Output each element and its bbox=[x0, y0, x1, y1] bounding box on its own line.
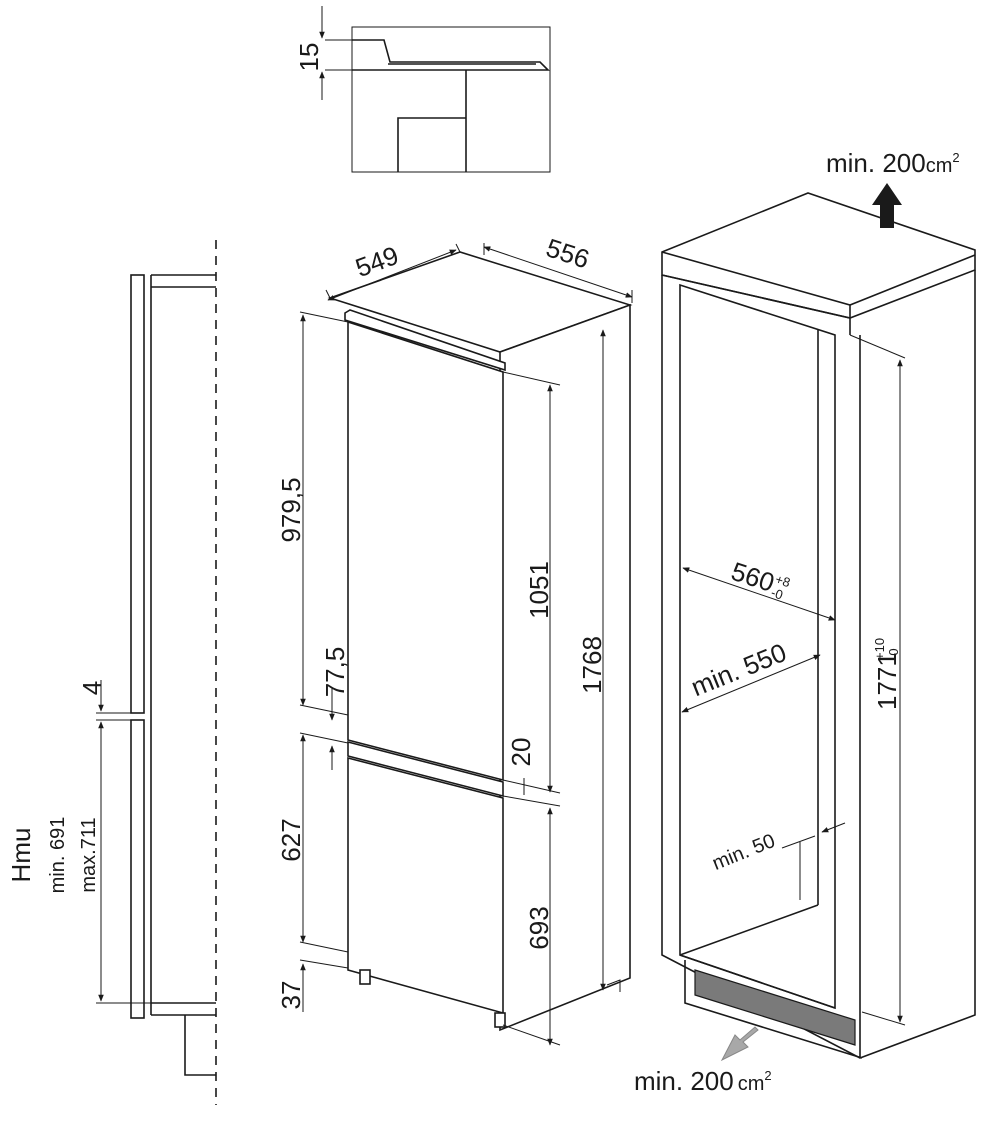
svg-text:+10: +10 bbox=[872, 638, 887, 660]
freezer-door bbox=[347, 756, 504, 1015]
lower-door-panel bbox=[130, 719, 145, 1019]
front-foot bbox=[359, 969, 371, 985]
vent-top-label: min. 200cm2 bbox=[826, 148, 960, 178]
hmu-max: max.711 bbox=[78, 817, 100, 892]
rear-foot bbox=[494, 1012, 506, 1028]
dim-niche-depth: min. 550 bbox=[687, 637, 791, 702]
dim-mid-gap: 20 bbox=[506, 738, 536, 767]
appliance-side-face bbox=[499, 303, 631, 1032]
dim-lower-height: 627 bbox=[276, 818, 306, 861]
svg-text:1771: 1771 bbox=[872, 652, 902, 710]
ceiling-detail: 15 bbox=[294, 6, 551, 173]
fridge-door bbox=[347, 320, 504, 782]
dim-freezer-door: 693 bbox=[524, 906, 554, 949]
svg-text:+8: +8 bbox=[773, 571, 792, 590]
side-view: 4 Hmu min. 691 max.711 bbox=[6, 240, 217, 1105]
vent-arrow-top bbox=[872, 183, 902, 228]
hmu-min: min. 691 bbox=[47, 817, 69, 894]
dim-ceiling-gap: 15 bbox=[294, 43, 324, 72]
niche-top-block bbox=[661, 192, 976, 319]
top-trim bbox=[344, 309, 506, 372]
dim-min-clearance: min. 50 bbox=[709, 830, 778, 875]
dim-door-gap: 77,5 bbox=[320, 647, 350, 698]
dim-upper-height: 979,5 bbox=[276, 477, 306, 542]
appliance-top bbox=[397, 117, 466, 172]
dim-total-height: 1768 bbox=[577, 636, 607, 694]
detail-frame bbox=[351, 26, 551, 173]
dim-niche-height: 1771 +10 -0 bbox=[872, 638, 902, 710]
svg-text:-0: -0 bbox=[886, 648, 901, 660]
vent-arrow-bottom bbox=[720, 1026, 759, 1062]
bottom-grille bbox=[694, 969, 856, 1046]
dim-depth: 556 bbox=[543, 232, 594, 274]
dim-fridge-door: 1051 bbox=[524, 561, 554, 619]
dim-bottom-gap: 37 bbox=[276, 981, 306, 1010]
counter-profile bbox=[352, 39, 550, 71]
dim-niche-width: 560 +8 -0 bbox=[728, 556, 793, 603]
hmu-label: Hmu bbox=[6, 828, 36, 883]
upper-door-panel bbox=[130, 274, 145, 714]
svg-text:-0: -0 bbox=[769, 585, 785, 603]
appliance-view: 549 556 979,5 77,5 627 37 1051 20 693 17… bbox=[276, 232, 633, 1046]
dim-side-gap: 4 bbox=[77, 681, 107, 695]
